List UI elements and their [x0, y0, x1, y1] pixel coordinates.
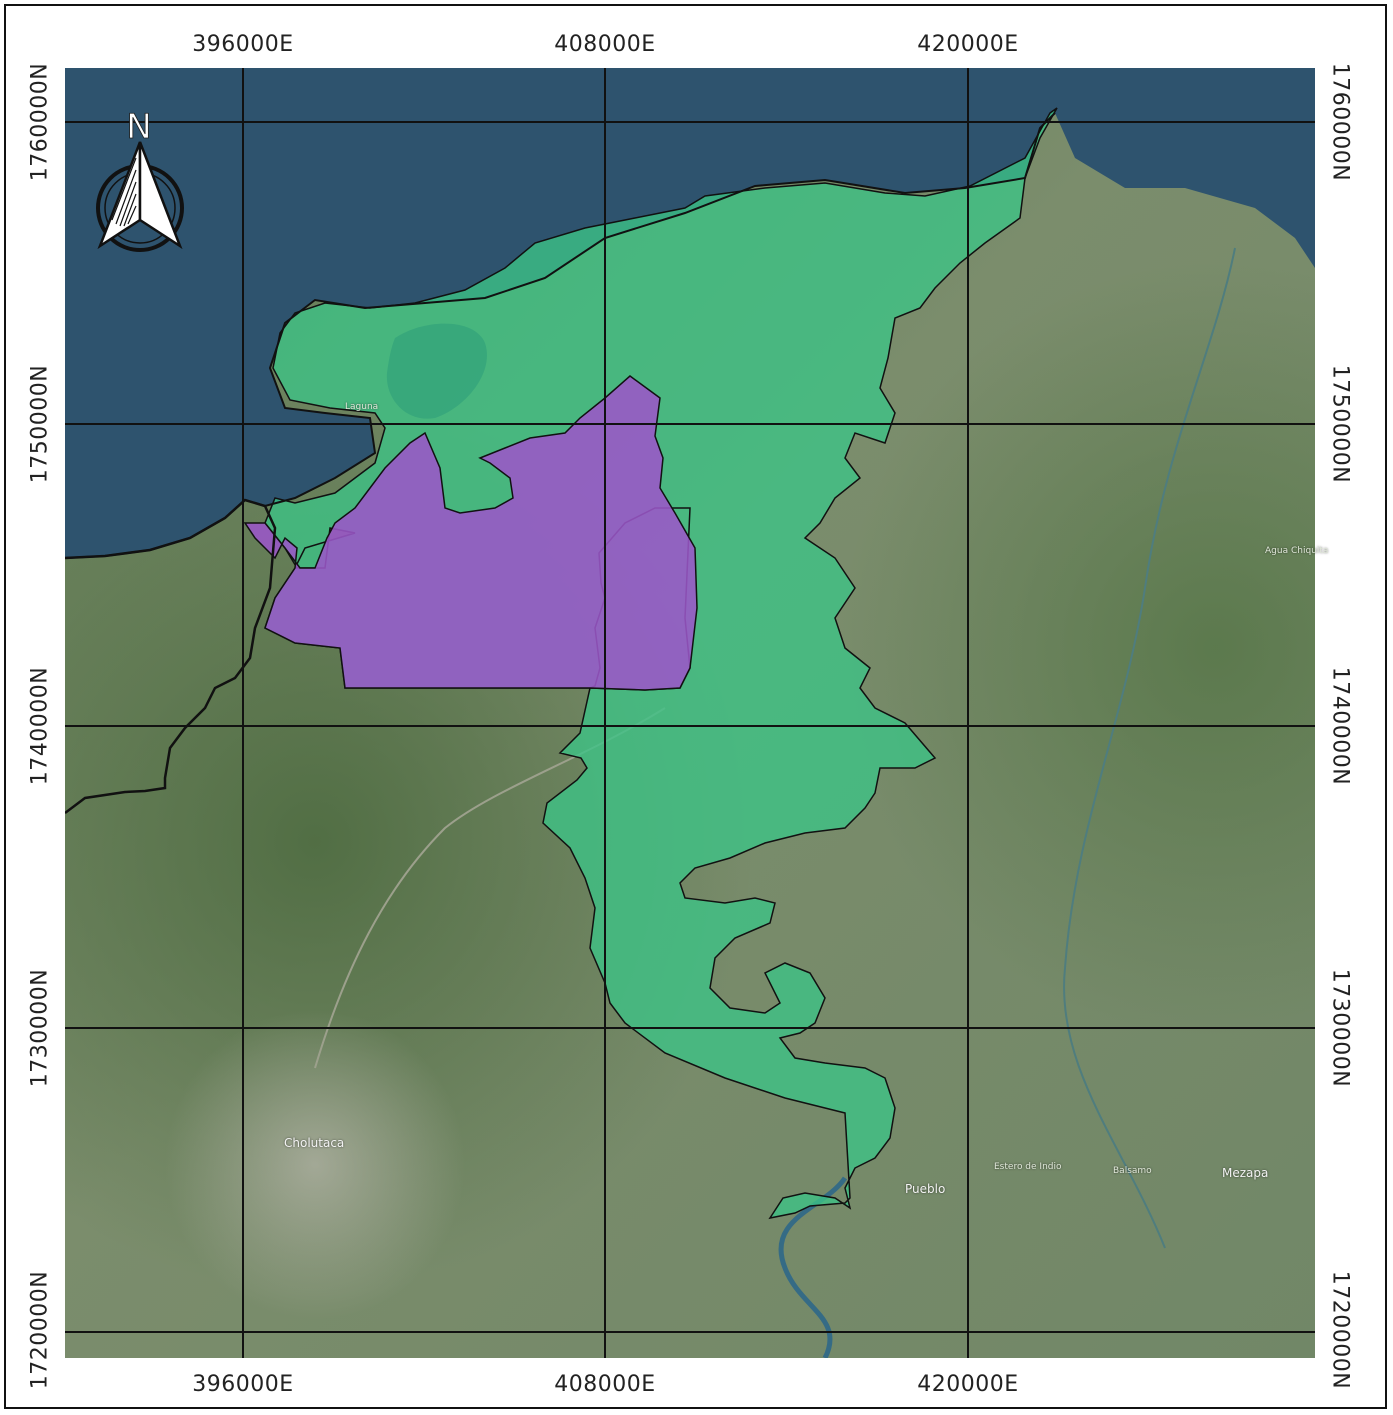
northing-label-right: 1740000N	[1327, 666, 1353, 786]
place-label: Estero de Indio	[994, 1162, 1062, 1172]
northing-label-right: 1730000N	[1327, 968, 1353, 1088]
easting-label-bottom: 408000E	[554, 1372, 656, 1397]
place-label: Mezapa	[1222, 1166, 1269, 1180]
easting-label-bottom: 420000E	[917, 1372, 1019, 1397]
place-label: Laguna	[345, 402, 379, 412]
place-label: Balsamo	[1113, 1166, 1152, 1176]
place-label: Pueblo	[905, 1182, 946, 1196]
northing-label-right: 1720000N	[1327, 1270, 1353, 1390]
northing-label-left: 1740000N	[27, 666, 53, 786]
northing-label-left: 1760000N	[27, 62, 53, 182]
easting-label-bottom: 396000E	[192, 1372, 294, 1397]
north-arrow-icon: N	[96, 107, 184, 252]
map-svg	[65, 68, 1315, 1358]
north-arrow: N	[92, 107, 188, 254]
river-east	[1063, 247, 1236, 1249]
place-label: Agua Chiquita	[1265, 546, 1329, 556]
place-label: Cholutaca	[284, 1136, 345, 1150]
coastline	[65, 112, 1056, 559]
easting-label-top: 396000E	[192, 32, 294, 57]
northing-label-left: 1730000N	[27, 968, 53, 1088]
map-frame	[4, 4, 1387, 1409]
map-canvas[interactable]	[65, 68, 1315, 1358]
north-letter: N	[126, 108, 151, 147]
grid-lines	[65, 68, 1315, 1358]
northing-label-left: 1720000N	[27, 1270, 53, 1390]
lagoon	[386, 323, 487, 419]
northing-label-right: 1750000N	[1327, 364, 1353, 484]
sea-area	[65, 68, 1315, 558]
northing-label-right: 1760000N	[1327, 62, 1353, 182]
easting-label-top: 408000E	[554, 32, 656, 57]
northing-label-left: 1750000N	[27, 364, 53, 484]
easting-label-top: 420000E	[917, 32, 1019, 57]
